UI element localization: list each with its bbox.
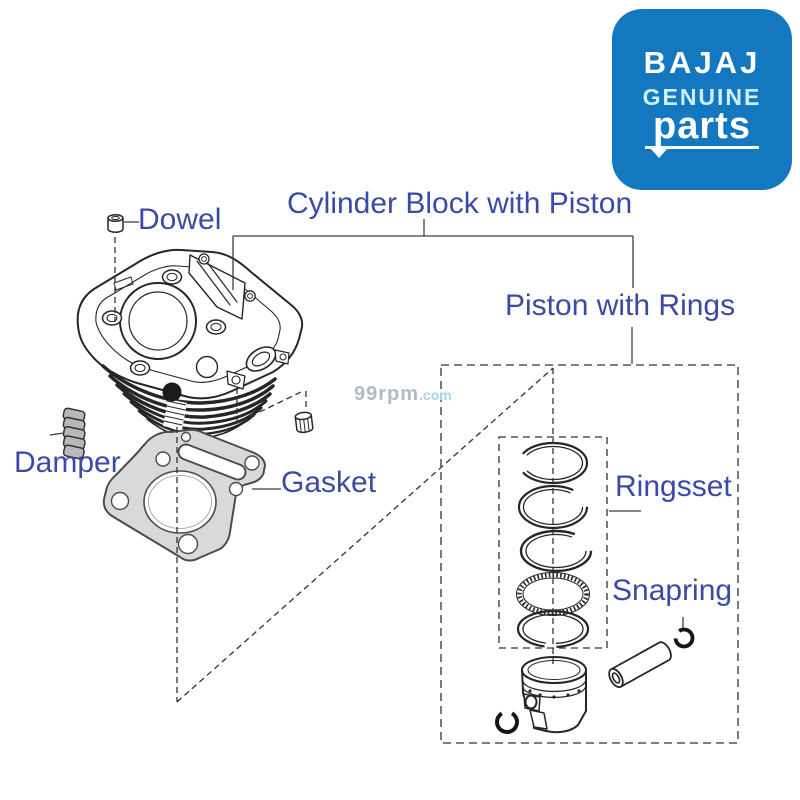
cylinder-block-drawing bbox=[76, 248, 304, 440]
logo-parts-text: parts bbox=[653, 105, 751, 147]
label-piston-with-rings: Piston with Rings bbox=[505, 289, 736, 322]
label-ringsset: Ringsset bbox=[615, 470, 732, 503]
label-damper: Damper bbox=[14, 446, 121, 479]
damper-drawing bbox=[62, 407, 86, 460]
dowel-pin-right bbox=[294, 411, 314, 434]
label-snapring: Snapring bbox=[612, 574, 733, 607]
rings-dashed-box bbox=[498, 436, 608, 649]
callout-lines bbox=[49, 219, 684, 628]
watermark-tld: .com bbox=[419, 387, 452, 403]
snap-ring-right bbox=[673, 627, 695, 649]
bajaj-genuine-parts-logo: BAJAJ GENUINE parts bbox=[612, 9, 792, 190]
dowel-pin-top bbox=[107, 214, 124, 233]
logo-genuine-text: GENUINE bbox=[642, 84, 762, 110]
label-cylinder-block-with-piston: Cylinder Block with Piston bbox=[287, 187, 633, 220]
watermark-name: 99rpm bbox=[354, 383, 420, 405]
assembly-dashed-lines bbox=[114, 237, 554, 703]
logo-underline bbox=[645, 146, 759, 158]
piston-rings-drawing bbox=[516, 441, 593, 649]
watermark: 99rpm.com bbox=[354, 383, 452, 406]
logo-chevron-icon bbox=[651, 149, 667, 158]
piston-group-dashed-box bbox=[440, 364, 739, 744]
label-gasket: Gasket bbox=[281, 466, 377, 499]
piston-drawing bbox=[521, 656, 587, 734]
piston-pin-drawing bbox=[608, 641, 672, 689]
gasket-drawing bbox=[102, 428, 266, 562]
label-dowel: Dowel bbox=[138, 203, 222, 236]
logo-brand-text: BAJAJ bbox=[643, 45, 761, 80]
snap-ring-left bbox=[495, 710, 519, 734]
